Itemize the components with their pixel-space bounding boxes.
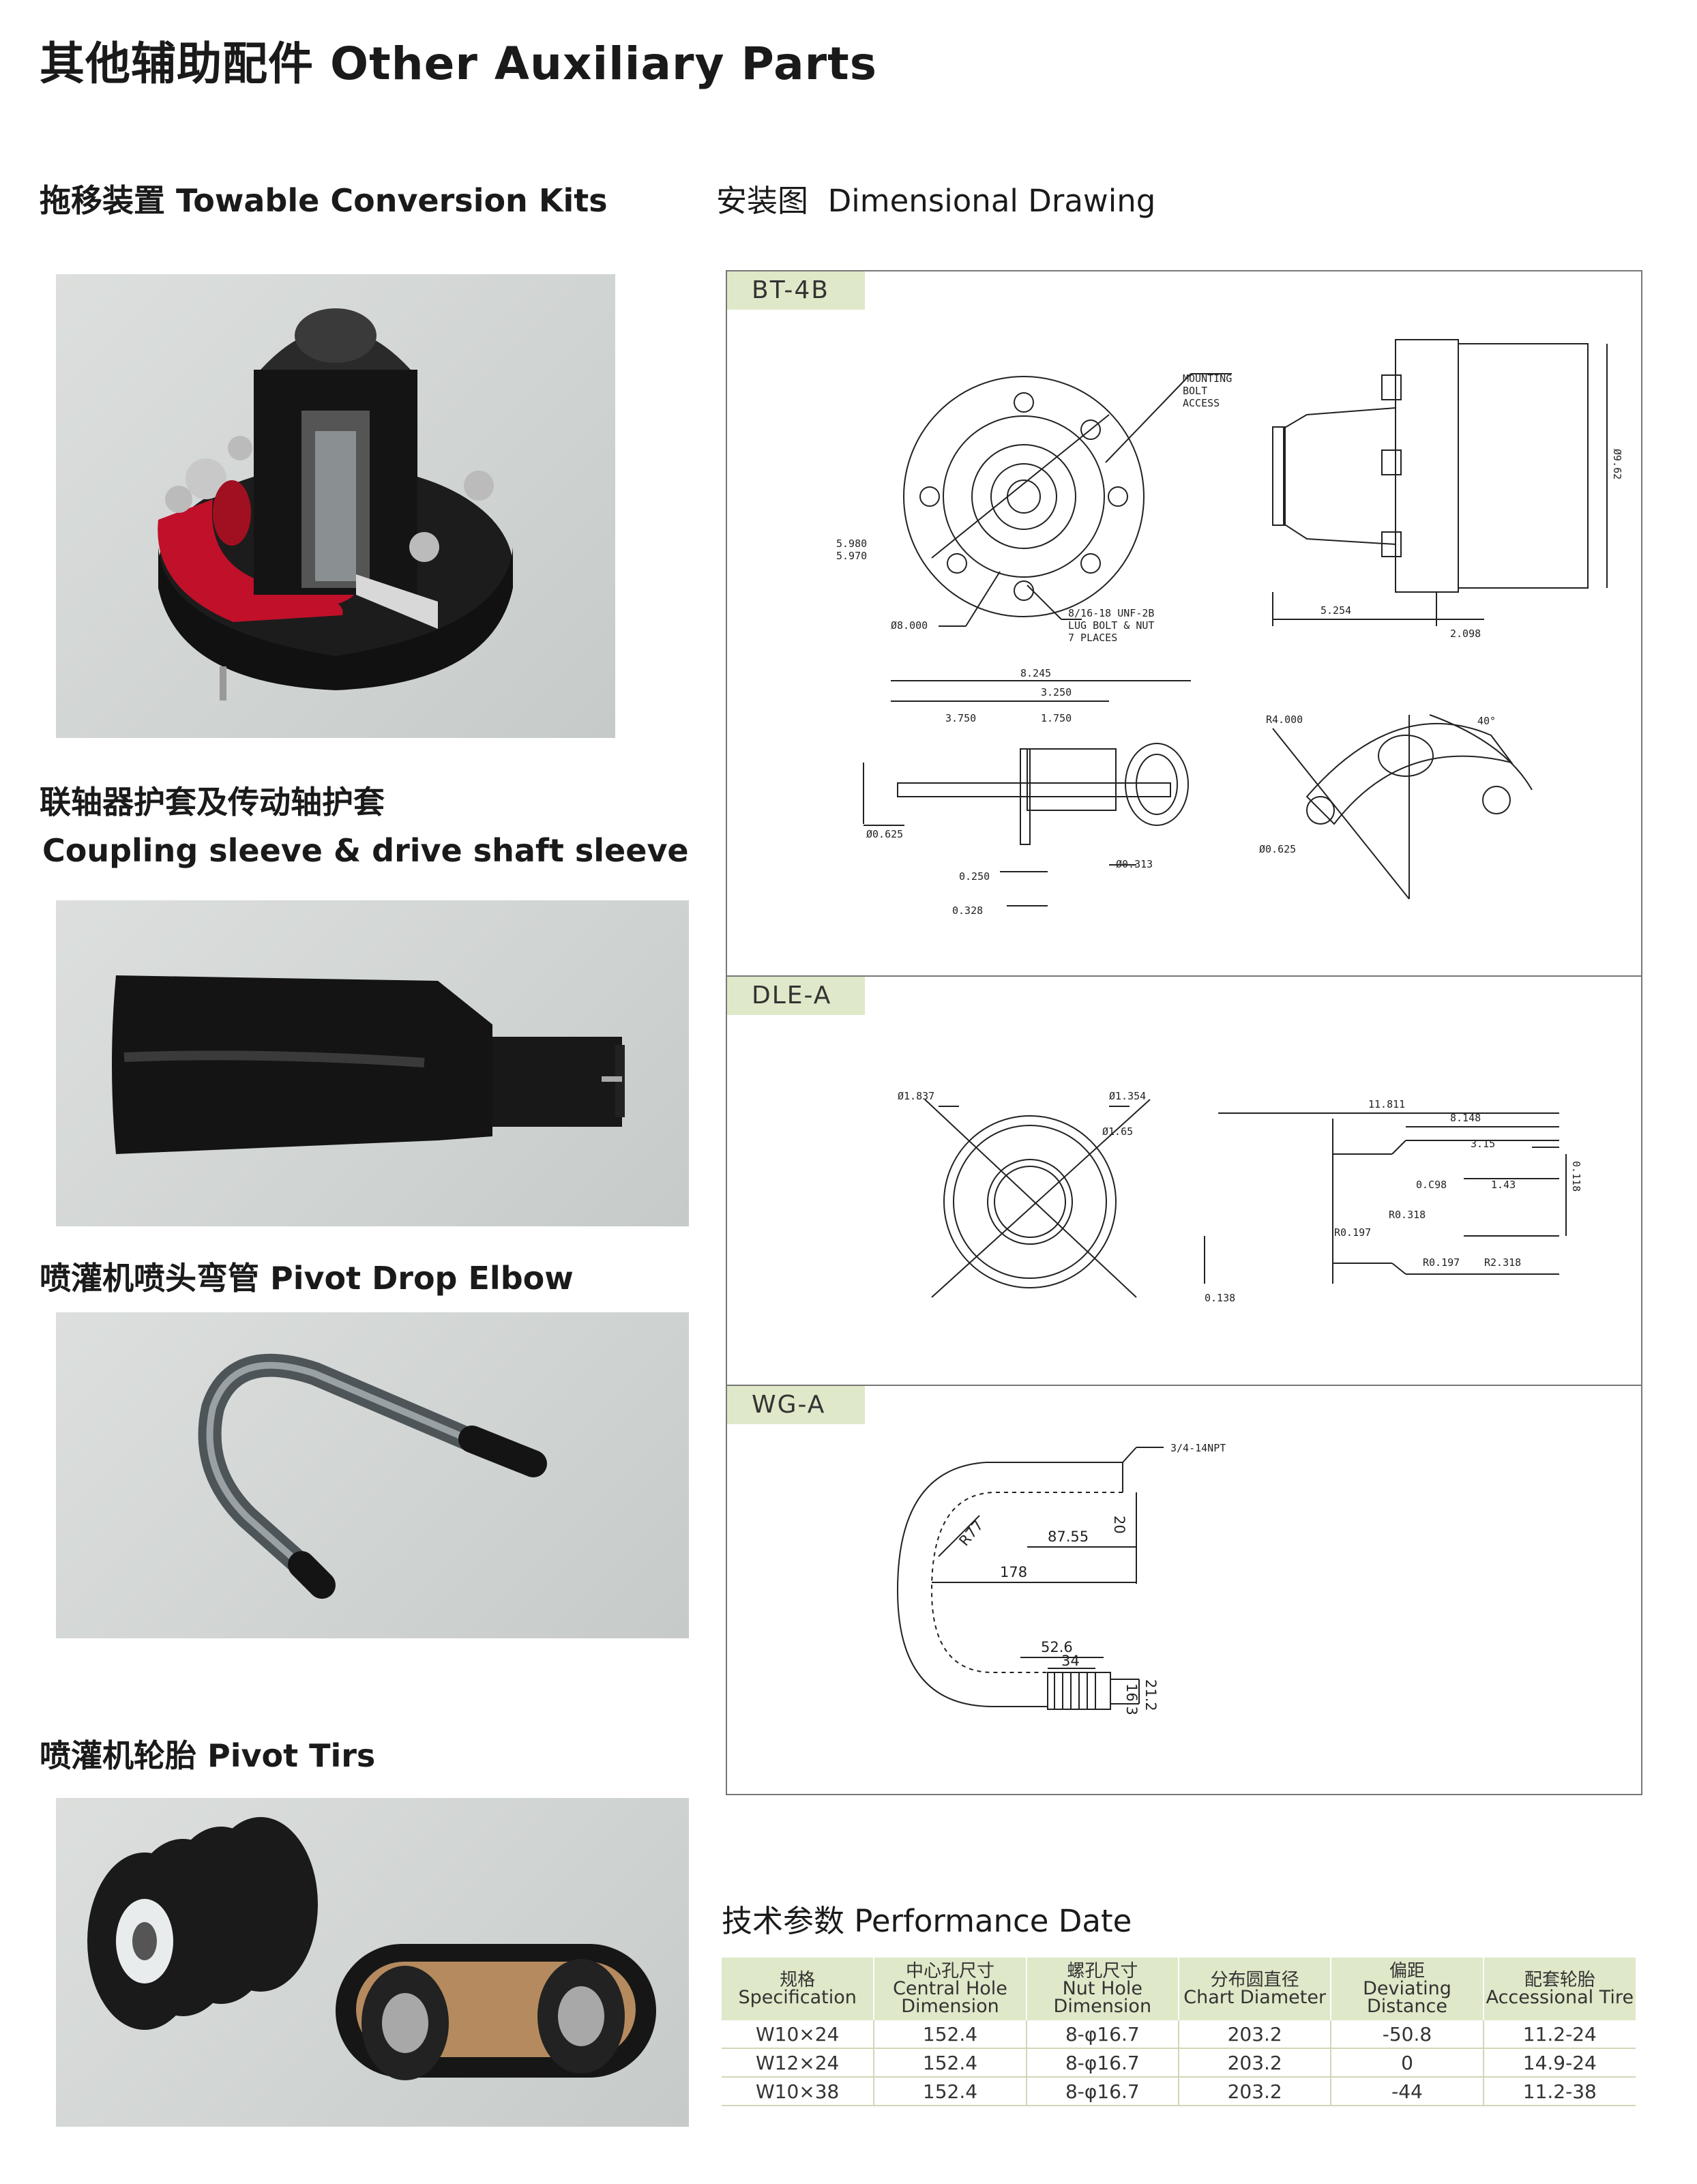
- dle-label-b6: 0.118: [1570, 1161, 1582, 1192]
- wg-label-d163: 16.3: [1123, 1683, 1140, 1715]
- table-cell: 203.2: [1178, 2048, 1332, 2078]
- dle-label-b9: R0.197: [1423, 1256, 1460, 1269]
- towable-kit-photo: [56, 274, 615, 738]
- table-cell: 152.4: [874, 2020, 1027, 2049]
- dle-label-b11: 0.138: [1205, 1292, 1235, 1304]
- bt-label-p8: 0.328: [952, 904, 983, 917]
- table-cell: 14.9-24: [1483, 2048, 1636, 2078]
- pivot-tires-photo: [56, 1798, 689, 2127]
- table-cell: -50.8: [1331, 2020, 1484, 2049]
- bt-label-bolt: BOLT: [1183, 385, 1207, 397]
- drawing-panel-dle-a: DLE-A: [727, 975, 1641, 1385]
- bt-label-p7: 0.250: [959, 870, 990, 883]
- wg-label-npt: 3/4-14NPT: [1170, 1442, 1226, 1454]
- bt-4b-drawing: MOUNTING BOLT ACCESS 5.980 5.970 Ø8.000 …: [836, 339, 1623, 917]
- bt-label-vert: Ø9.62: [1611, 449, 1623, 479]
- dle-label-b4: 0.C98: [1416, 1179, 1447, 1191]
- bt-label-len1: 5.254: [1320, 604, 1351, 617]
- bt-label-p6: Ø0.313: [1116, 858, 1153, 870]
- wg-label-d8755: 87.55: [1048, 1529, 1089, 1545]
- bt-label-r1: R4.000: [1266, 713, 1303, 726]
- performance-heading: 技术参数 Performance Date: [722, 1903, 1132, 1939]
- wg-a-drawing: 3/4-14NPT 20 R77 87.55 178 52.6 34 16.3 …: [896, 1442, 1226, 1715]
- bt-label-p3: 3.750: [945, 712, 976, 724]
- dle-label-b2: 8.148: [1450, 1112, 1481, 1124]
- coupling-sleeve-heading-en: Coupling sleeve & drive shaft sleeve: [42, 832, 689, 869]
- bt-label-p2: 3.250: [1041, 686, 1072, 698]
- wg-label-d178: 178: [1000, 1564, 1027, 1580]
- table-row: W10×38 152.4 8-φ16.7 203.2 -44 11.2-38: [722, 2077, 1636, 2106]
- pivot-drop-elbow-heading: 喷灌机喷头弯管 Pivot Drop Elbow: [40, 1260, 574, 1297]
- dimensional-drawing-heading: 安装图 Dimensional Drawing: [716, 176, 1155, 220]
- drawing-tag-bt-4b: BT-4B: [727, 271, 865, 310]
- pivot-tires-heading: 喷灌机轮胎 Pivot Tirs: [40, 1737, 376, 1774]
- wg-label-d526: 52.6: [1041, 1639, 1073, 1655]
- table-cell: 0: [1331, 2048, 1484, 2078]
- bt-label-bolt1: 8/16-18 UNF-2B: [1068, 607, 1154, 619]
- dle-label-b1: 11.811: [1368, 1098, 1405, 1110]
- wg-label-d212: 21.2: [1142, 1679, 1159, 1711]
- drawing-tag-wg-a: WG-A: [727, 1386, 865, 1424]
- bt-label-p5: Ø0.625: [866, 828, 903, 840]
- table-cell: 152.4: [874, 2077, 1027, 2106]
- bt-label-bolt3: 7 PLACES: [1068, 632, 1117, 644]
- bt-label-access: ACCESS: [1183, 397, 1220, 409]
- table-cell: 11.2-38: [1483, 2077, 1636, 2106]
- coupling-sleeve-photo: [56, 900, 689, 1226]
- table-row: W12×24 152.4 8-φ16.7 203.2 0 14.9-24: [722, 2048, 1636, 2078]
- bt-label-p4: 1.750: [1041, 712, 1072, 724]
- dle-label-b3: 3.15: [1471, 1138, 1495, 1150]
- bt-label-d2: 5.970: [836, 550, 867, 562]
- table-cell: 8-φ16.7: [1026, 2048, 1179, 2078]
- dimensional-drawing-heading-en: Dimensional Drawing: [827, 183, 1156, 219]
- dimensional-drawings-frame: BT-4B: [726, 270, 1642, 1795]
- dle-label-b5: 1.43: [1491, 1179, 1516, 1191]
- wg-label-d34: 34: [1061, 1653, 1080, 1669]
- bt-label-d1: 5.980: [836, 537, 867, 550]
- dimensional-drawing-heading-cn: 安装图: [716, 183, 809, 219]
- bt-label-mounting: MOUNTING: [1183, 372, 1232, 385]
- dle-label-b8: R0.318: [1389, 1209, 1426, 1221]
- table-cell: 152.4: [874, 2048, 1027, 2078]
- table-cell: 203.2: [1178, 2077, 1332, 2106]
- drawing-tag-dle-a: DLE-A: [727, 977, 865, 1015]
- pivot-drop-elbow-photo: [56, 1312, 689, 1638]
- drawing-panel-bt-4b: BT-4B: [727, 271, 1641, 975]
- table-cell: W10×24: [722, 2020, 875, 2049]
- dle-label-b10: R2.318: [1484, 1256, 1521, 1269]
- wg-label-r77: R77: [956, 1517, 986, 1549]
- table-cell: 8-φ16.7: [1026, 2077, 1179, 2106]
- table-cell: -44: [1331, 2077, 1484, 2106]
- towable-kits-heading: 拖移装置 Towable Conversion Kits: [40, 182, 608, 219]
- dle-label-a1: Ø1.837: [898, 1090, 934, 1102]
- bt-label-r2: Ø0.625: [1259, 843, 1296, 855]
- page-title: 其他辅助配件 Other Auxiliary Parts: [40, 38, 878, 90]
- bt-label-dia: Ø8.000: [891, 619, 928, 632]
- table-cell: 203.2: [1178, 2020, 1332, 2049]
- table-row: W10×24 152.4 8-φ16.7 203.2 -50.8 11.2-24: [722, 2020, 1636, 2049]
- wg-label-d20: 20: [1111, 1516, 1127, 1534]
- table-cell: 11.2-24: [1483, 2020, 1636, 2049]
- table-cell: 8-φ16.7: [1026, 2020, 1179, 2049]
- bt-label-p1: 8.245: [1020, 667, 1051, 679]
- dle-label-a2: Ø1.354: [1109, 1090, 1146, 1102]
- bt-label-ang: 40°: [1477, 715, 1496, 727]
- dle-a-drawing: Ø1.837 Ø1.354 Ø1.65 11.811 8.148 3.15 0.…: [898, 1090, 1582, 1304]
- table-cell: W10×38: [722, 2077, 875, 2106]
- bt-label-bolt2: LUG BOLT & NUT: [1068, 619, 1154, 632]
- coupling-sleeve-heading-cn: 联轴器护套及传动轴护套: [40, 784, 385, 821]
- dle-label-a3: Ø1.65: [1102, 1125, 1133, 1138]
- bt-label-len2: 2.098: [1450, 628, 1481, 640]
- drawing-panel-wg-a: WG-A: [727, 1385, 1641, 1797]
- table-cell: W12×24: [722, 2048, 875, 2078]
- dle-label-b7: R0.197: [1334, 1226, 1371, 1239]
